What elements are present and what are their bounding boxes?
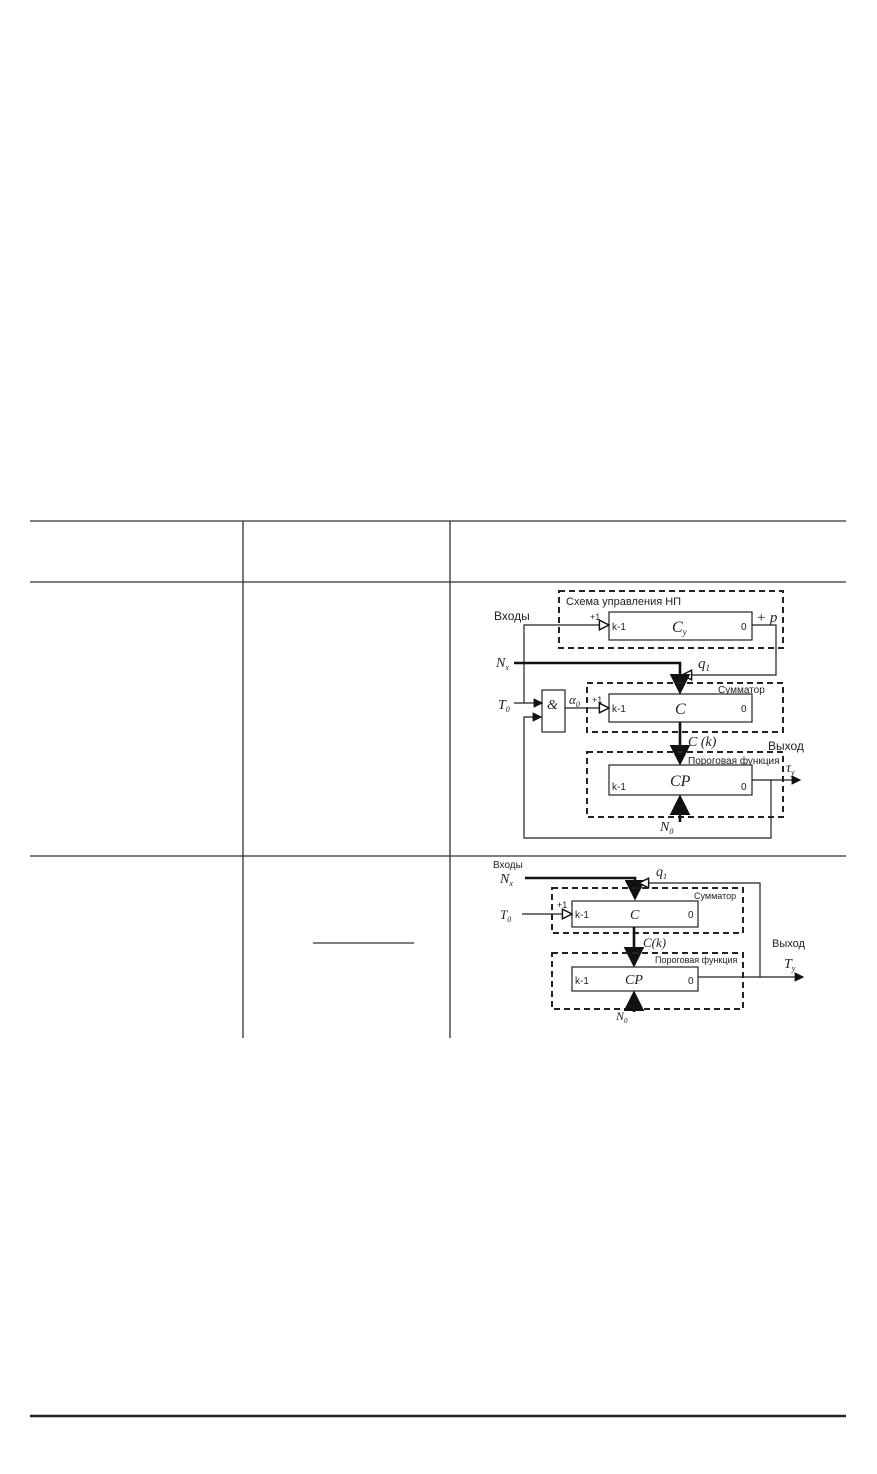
clock-wire bbox=[523, 625, 609, 703]
bit-label: k-1 bbox=[612, 782, 626, 793]
bit-label: k-1 bbox=[612, 622, 626, 633]
t0-label: T0 bbox=[498, 698, 510, 714]
table bbox=[30, 520, 846, 1038]
counter-cy bbox=[608, 611, 753, 641]
control-block-label: Схема управления НП bbox=[566, 596, 681, 608]
increment-label: +1 bbox=[557, 900, 567, 910]
comparator-cp bbox=[608, 764, 753, 796]
cp-label: CP bbox=[670, 773, 691, 790]
cp-label: CP bbox=[625, 973, 643, 988]
t0-label: T0 bbox=[500, 907, 511, 924]
nx-label: Nx bbox=[499, 872, 513, 888]
nx-bus bbox=[525, 876, 646, 901]
bit-label: 0 bbox=[688, 976, 694, 987]
inputs-label: Входы bbox=[493, 860, 523, 871]
plus-p-label: + p bbox=[756, 610, 778, 626]
tau-label: τy bbox=[786, 761, 795, 777]
nx-label: Nx bbox=[495, 656, 509, 672]
adder-label: Сумматор bbox=[718, 685, 765, 696]
threshold-frame bbox=[551, 952, 744, 1010]
nx-bus bbox=[514, 661, 691, 695]
threshold-label: Пороговая функция bbox=[688, 755, 780, 767]
comparator-cp bbox=[571, 966, 699, 992]
output-label: Выход bbox=[768, 739, 804, 753]
control-block-frame bbox=[558, 590, 784, 649]
counter-c bbox=[608, 693, 753, 723]
n0-label: N0 bbox=[615, 1009, 628, 1025]
bit-label: 0 bbox=[688, 910, 694, 921]
threshold-label: Пороговая функция bbox=[655, 955, 738, 965]
c-label: C bbox=[675, 701, 686, 718]
diagram-threshold-control: Схема управления НП k-1 0 Cy +1 + p Вход… bbox=[494, 590, 804, 839]
bit-label: 0 bbox=[741, 782, 747, 793]
q1-label: q1 bbox=[656, 865, 667, 881]
output-label: Выход bbox=[772, 938, 805, 950]
bit-label: k-1 bbox=[575, 910, 589, 921]
bit-label: k-1 bbox=[612, 704, 626, 715]
bit-label: 0 bbox=[741, 704, 747, 715]
feedback-wire bbox=[523, 712, 772, 839]
inputs-label: Входы bbox=[494, 609, 530, 623]
bit-label: 0 bbox=[741, 622, 747, 633]
cy-label: Cy bbox=[672, 619, 687, 637]
and-label: & bbox=[547, 698, 558, 713]
adder-frame bbox=[551, 887, 744, 934]
n0-label: N0 bbox=[659, 820, 673, 836]
ck-label: C(k) bbox=[643, 935, 666, 950]
q1-label: q1 bbox=[698, 656, 710, 673]
q1-wire bbox=[682, 624, 777, 675]
diagram-basic-threshold: Входы Nx q1 Сумматор k-1 0 C +1 T0 C(k) … bbox=[493, 860, 805, 1025]
c-label: C bbox=[630, 908, 640, 923]
increment-label: +1 bbox=[590, 612, 600, 622]
and-gate bbox=[541, 689, 566, 733]
adder-label: Сумматор bbox=[694, 891, 736, 901]
q1-wire bbox=[639, 883, 761, 977]
ck-label: C (k) bbox=[688, 735, 717, 750]
alpha-label: α0 bbox=[569, 692, 580, 709]
bit-label: k-1 bbox=[575, 976, 589, 987]
ty-label: Ty bbox=[784, 957, 796, 973]
increment-label: +1 bbox=[592, 695, 602, 705]
